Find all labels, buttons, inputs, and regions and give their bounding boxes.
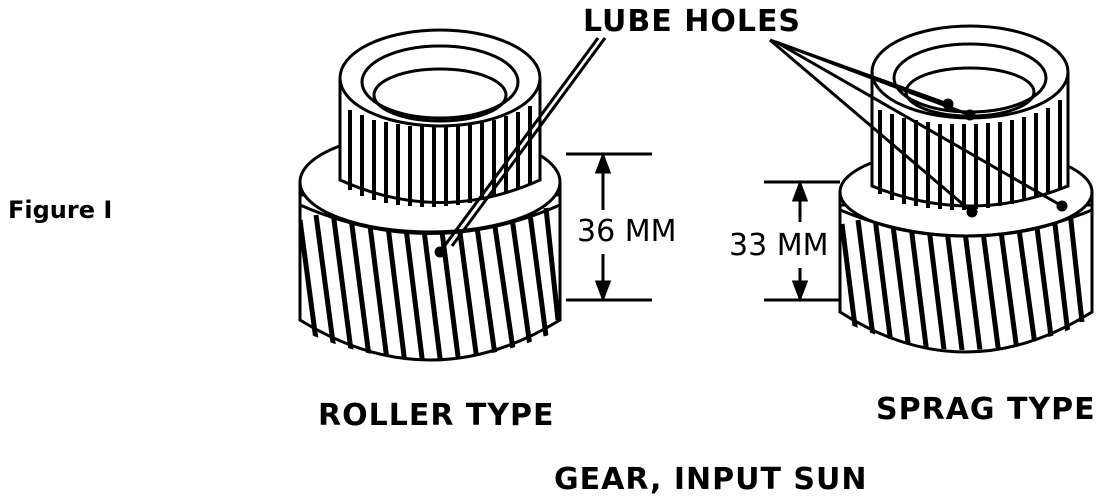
lube-holes-label: LUBE HOLES [583,4,802,39]
roller-dimension-label: 36 MM [577,214,677,249]
dimension-33mm [764,179,840,303]
dimension-36mm [566,151,652,303]
roller-type-label: ROLLER TYPE [318,398,555,433]
lube-hole-leaders [438,37,1063,253]
sprag-dimension-label: 33 MM [729,228,829,263]
roller-gear [298,28,562,362]
sprag-gear [838,24,1094,354]
figure-label: Figure I [8,196,113,224]
figure-caption: GEAR, INPUT SUN [554,462,868,497]
sprag-type-label: SPRAG TYPE [876,392,1096,427]
